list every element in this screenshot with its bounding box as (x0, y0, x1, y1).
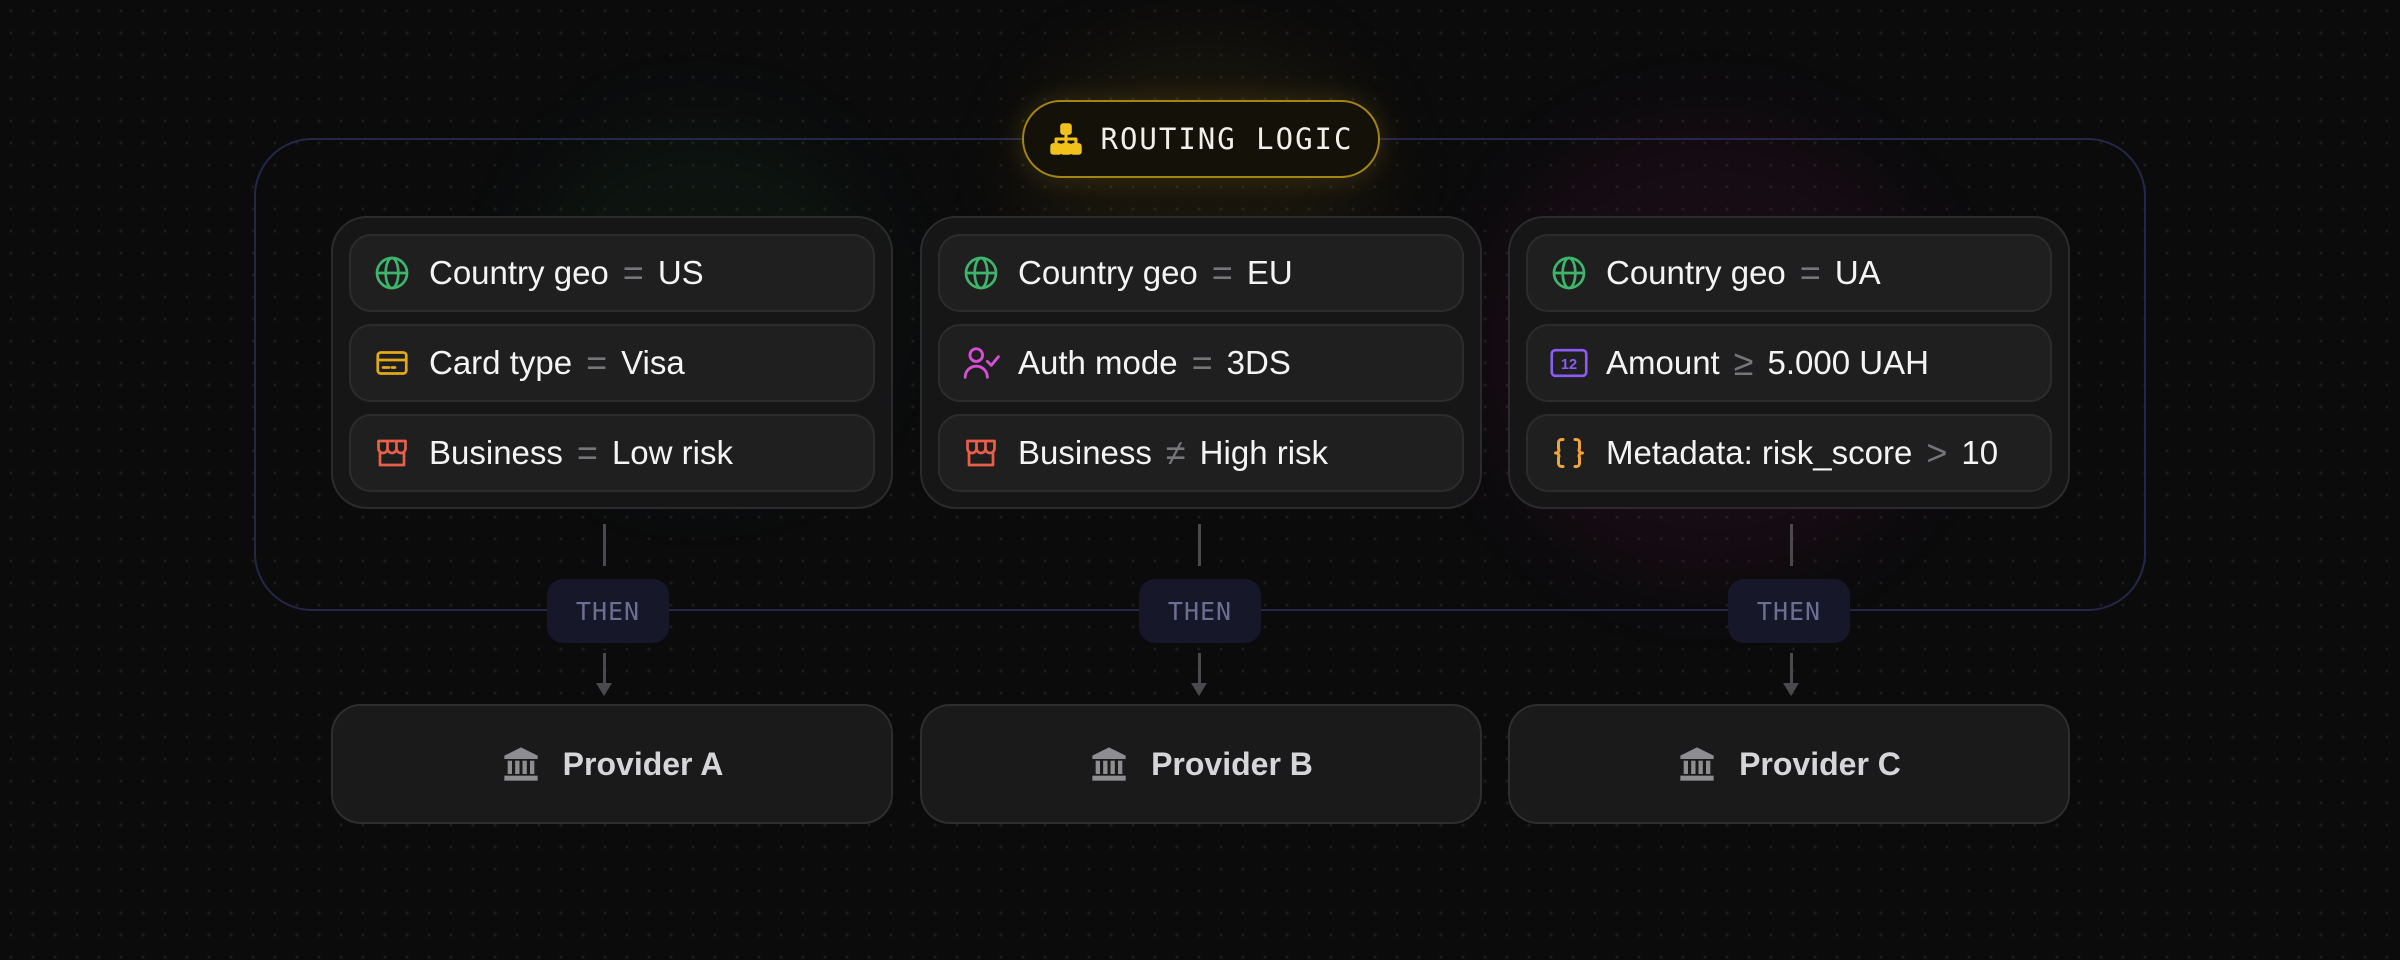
then-badge: THEN (1139, 579, 1261, 643)
rule-card-3[interactable]: Country geo = UA 12 Amount ≥ 5.000 UAH M… (1508, 216, 2070, 509)
condition-field: Business (1018, 434, 1152, 471)
condition-field: Business (429, 434, 563, 471)
condition-operator: = (576, 432, 598, 473)
condition-value: UA (1834, 254, 1881, 291)
condition-field: Country geo (1018, 254, 1198, 291)
numbers-icon: 12 (1550, 344, 1588, 382)
condition-row[interactable]: Auth mode = 3DS (938, 324, 1464, 402)
routing-logic-title: ROUTING LOGIC (1100, 122, 1354, 156)
provider-label: Provider C (1739, 745, 1901, 782)
globe-icon (1550, 254, 1588, 292)
connector-line (1790, 524, 1793, 566)
condition-row[interactable]: Card type = Visa (349, 324, 875, 402)
provider-b-card[interactable]: Provider B (920, 704, 1482, 824)
condition-field: Metadata: risk_score (1606, 434, 1913, 471)
arrow-down-icon (596, 683, 612, 696)
condition-value: Low risk (611, 434, 733, 471)
store-icon (962, 434, 1000, 472)
condition-value: 10 (1961, 434, 1999, 471)
bank-icon (501, 744, 541, 784)
condition-value: EU (1246, 254, 1293, 291)
store-icon (373, 434, 411, 472)
braces-icon (1550, 434, 1588, 472)
condition-operator: = (1191, 342, 1213, 383)
arrow-down-icon (1191, 683, 1207, 696)
condition-field: Amount (1606, 344, 1720, 381)
provider-a-card[interactable]: Provider A (331, 704, 893, 824)
condition-value: US (657, 254, 704, 291)
credit-card-icon (373, 344, 411, 382)
condition-row[interactable]: Metadata: risk_score > 10 (1526, 414, 2052, 492)
routing-logic-badge: ROUTING LOGIC (1022, 100, 1380, 178)
condition-operator: > (1926, 432, 1948, 473)
condition-operator: ≥ (1733, 342, 1754, 383)
connector-line (603, 653, 606, 683)
condition-field: Country geo (429, 254, 609, 291)
connector-line (603, 524, 606, 566)
globe-icon (373, 254, 411, 292)
condition-value: 5.000 UAH (1767, 344, 1929, 381)
rule-card-2[interactable]: Country geo = EU Auth mode = 3DS Busines… (920, 216, 1482, 509)
condition-field: Auth mode (1018, 344, 1178, 381)
provider-c-card[interactable]: Provider C (1508, 704, 2070, 824)
condition-row[interactable]: Country geo = US (349, 234, 875, 312)
condition-row[interactable]: Business = Low risk (349, 414, 875, 492)
condition-operator: = (586, 342, 608, 383)
condition-field: Card type (429, 344, 573, 381)
connector-line (1198, 524, 1201, 566)
arrow-down-icon (1783, 683, 1799, 696)
connector-line (1790, 653, 1793, 683)
bank-icon (1089, 744, 1129, 784)
connector-line (1198, 653, 1201, 683)
provider-label: Provider A (562, 745, 724, 782)
condition-operator: ≠ (1165, 432, 1186, 473)
condition-field: Country geo (1606, 254, 1786, 291)
condition-value: 3DS (1226, 344, 1291, 381)
condition-row[interactable]: Country geo = EU (938, 234, 1464, 312)
condition-row[interactable]: Business ≠ High risk (938, 414, 1464, 492)
bank-icon (1677, 744, 1717, 784)
sitemap-icon (1049, 122, 1083, 156)
condition-operator: = (622, 252, 644, 293)
globe-icon (962, 254, 1000, 292)
then-badge: THEN (547, 579, 669, 643)
condition-row[interactable]: Country geo = UA (1526, 234, 2052, 312)
user-check-icon (962, 344, 1000, 382)
condition-operator: = (1211, 252, 1233, 293)
then-badge: THEN (1728, 579, 1850, 643)
svg-text:12: 12 (1561, 357, 1577, 373)
condition-row[interactable]: 12 Amount ≥ 5.000 UAH (1526, 324, 2052, 402)
rule-card-1[interactable]: Country geo = US Card type = Visa Busine… (331, 216, 893, 509)
condition-value: Visa (621, 344, 685, 381)
provider-label: Provider B (1151, 745, 1313, 782)
condition-value: High risk (1199, 434, 1329, 471)
condition-operator: = (1799, 252, 1821, 293)
